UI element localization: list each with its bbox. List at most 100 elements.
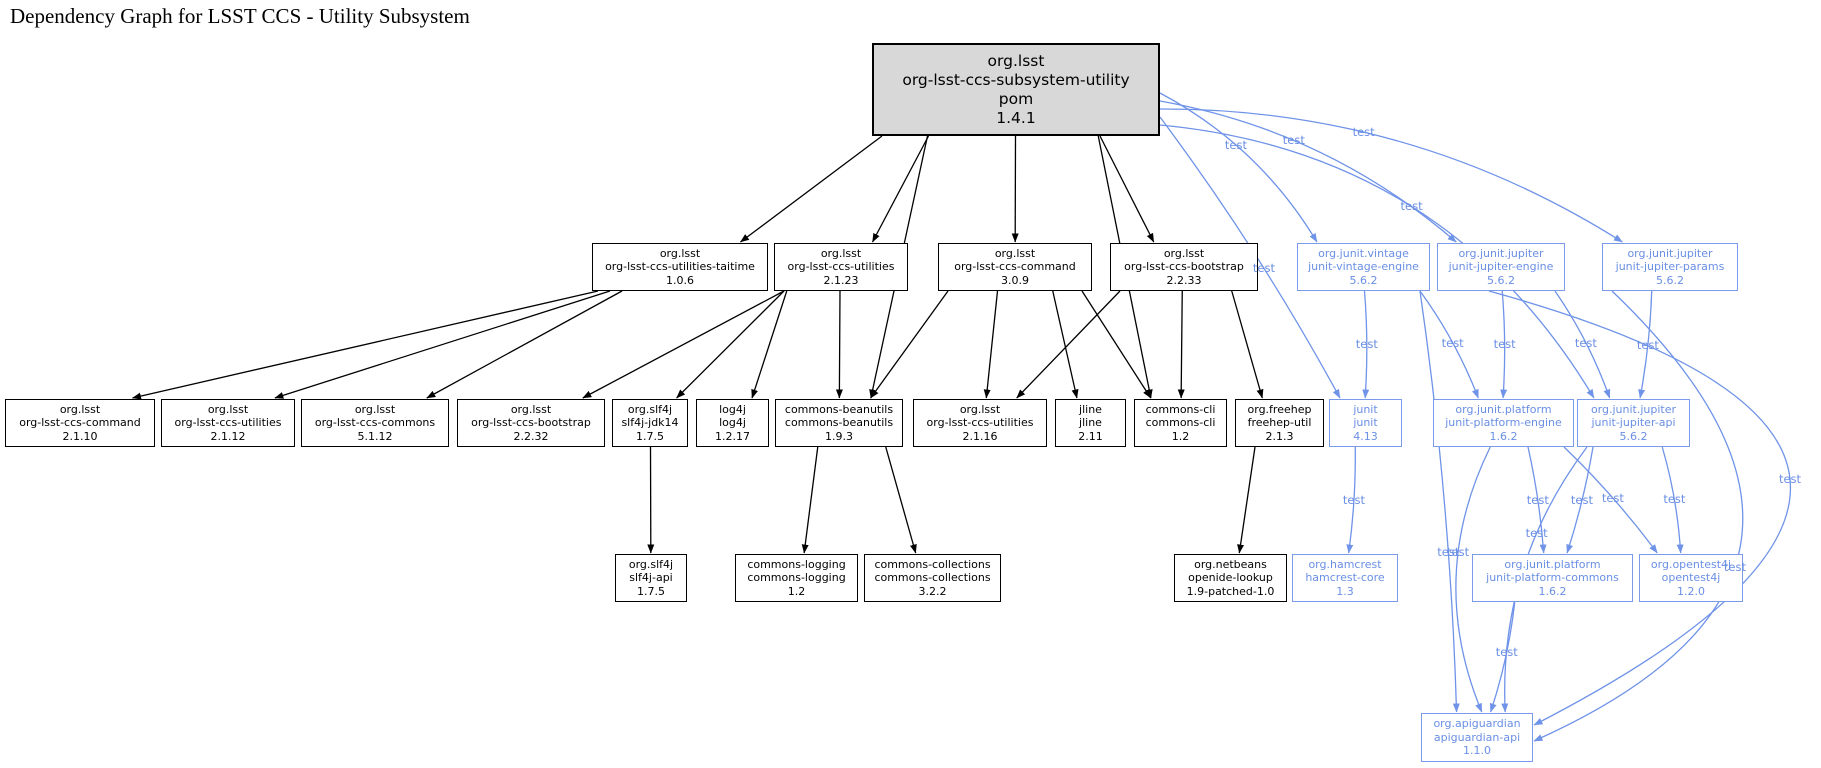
edge-platformEngine-to-platformCommons	[1527, 446, 1547, 554]
node-line: 2.1.16	[962, 429, 998, 443]
node-line: apiguardian-api	[1433, 730, 1521, 744]
edge-label-test: test	[1355, 337, 1378, 352]
node-line: commons-cli	[1145, 416, 1216, 430]
node-line: org-lsst-ccs-utilities	[174, 416, 282, 430]
edge-jupiterEngine-to-apiguardian	[1488, 290, 1792, 726]
node-line: 1.2.17	[715, 429, 750, 443]
node-line: commons-beanutils	[784, 402, 894, 416]
edge-utilities23-to-log4j	[751, 290, 788, 399]
node-line: org-lsst-ccs-commons	[314, 416, 436, 430]
node-line: org.lsst	[1163, 246, 1205, 260]
node-line: 1.9.3	[825, 429, 853, 443]
node-line: commons-logging	[747, 571, 846, 585]
node-line: org-lsst-ccs-bootstrap	[471, 416, 591, 430]
node-line: org-lsst-ccs-utilities	[926, 416, 1034, 430]
node-line: org.lsst	[994, 246, 1036, 260]
node-line: jline	[1079, 402, 1102, 416]
node-line: org.lsst	[59, 402, 101, 416]
node-line: 2.1.3	[1265, 429, 1294, 443]
edge-label-test: test	[1447, 545, 1470, 560]
node-line: pom	[998, 89, 1034, 108]
node-line: 5.6.2	[1487, 273, 1515, 287]
edge-beanutils-to-commonsLogging	[801, 446, 819, 554]
edge-command309-to-beanutils	[870, 290, 949, 399]
node-line: 5.6.2	[1349, 273, 1378, 287]
node-line: org.lsst	[820, 246, 862, 260]
edge-label-test: test	[1574, 335, 1597, 350]
edge-jupiterParams-to-jupiterApi	[1638, 290, 1653, 399]
node-line: 2.1.10	[62, 429, 98, 443]
edge-root-to-bootstrap233	[1099, 135, 1155, 243]
node-line: junit-platform-engine	[1445, 416, 1562, 430]
edge-label-test: test	[1437, 544, 1460, 559]
edge-taitime-to-commons5112	[426, 290, 623, 399]
node-line: commons-cli	[1145, 402, 1216, 416]
node-line: junit-vintage-engine	[1308, 260, 1419, 274]
node-line: 1.7.5	[637, 584, 665, 598]
edge-label-test: test	[1441, 335, 1464, 350]
edge-root-to-taitime	[740, 135, 883, 243]
node-line: 2.11	[1078, 429, 1103, 443]
node-line: org-lsst-ccs-bootstrap	[1124, 260, 1244, 274]
node-line: org.hamcrest	[1308, 557, 1382, 571]
edge-root-to-jupiterParams	[1159, 108, 1623, 243]
node-line: org.junit.jupiter	[1627, 246, 1713, 260]
edge-platformEngine-to-opentest4j	[1563, 446, 1658, 554]
edge-root-to-jupiterApi	[1159, 124, 1595, 399]
edge-junit413-to-hamcrest	[1346, 446, 1356, 554]
node-line: 2.2.32	[513, 429, 549, 443]
node-line: hamcrest-core	[1305, 571, 1385, 585]
edge-label-test: test	[1342, 493, 1365, 508]
edge-jupiterApi-to-opentest4j	[1661, 446, 1684, 554]
edge-label-test: test	[1525, 526, 1548, 541]
node-line: junit	[1353, 402, 1378, 416]
node-line: org-lsst-ccs-command	[19, 416, 141, 430]
node-line: junit	[1353, 416, 1378, 430]
node-line: commons-collections	[874, 571, 991, 585]
edge-bootstrap233-to-commonsCli	[1177, 290, 1185, 399]
node-line: 1.9-patched-1.0	[1186, 584, 1275, 598]
edge-platformCommons-to-apiguardian	[1489, 601, 1516, 713]
edge-label-test: test	[1493, 337, 1516, 352]
node-line: commons-beanutils	[784, 416, 894, 430]
node-line: 1.1.0	[1463, 744, 1491, 758]
edge-command309-to-commonsCli	[1081, 290, 1152, 399]
node-line: slf4j-api	[629, 571, 673, 585]
edge-root-to-utilities23	[871, 135, 930, 243]
edge-label-test: test	[1663, 492, 1686, 507]
node-line: log4j	[719, 402, 746, 416]
node-line: 5.1.12	[357, 429, 393, 443]
node-line: 1.3	[1336, 584, 1354, 598]
node-line: 1.4.1	[996, 108, 1036, 127]
node-line: commons-collections	[874, 557, 991, 571]
node-line: org.lsst	[207, 402, 249, 416]
edge-vintage-to-apiguardian	[1419, 290, 1460, 713]
node-line: org.lsst	[959, 402, 1001, 416]
node-line: 1.2.0	[1677, 584, 1705, 598]
node-line: 1.7.5	[636, 429, 664, 443]
node-line: org.slf4j	[628, 557, 674, 571]
edge-taitime-to-command2110	[132, 290, 599, 400]
edge-freehep-to-netbeans	[1237, 446, 1256, 554]
node-line: 2.1.23	[823, 273, 859, 287]
edge-jupiterEngine-to-platformEngine	[1500, 290, 1508, 399]
edge-label-test: test	[1570, 493, 1594, 508]
